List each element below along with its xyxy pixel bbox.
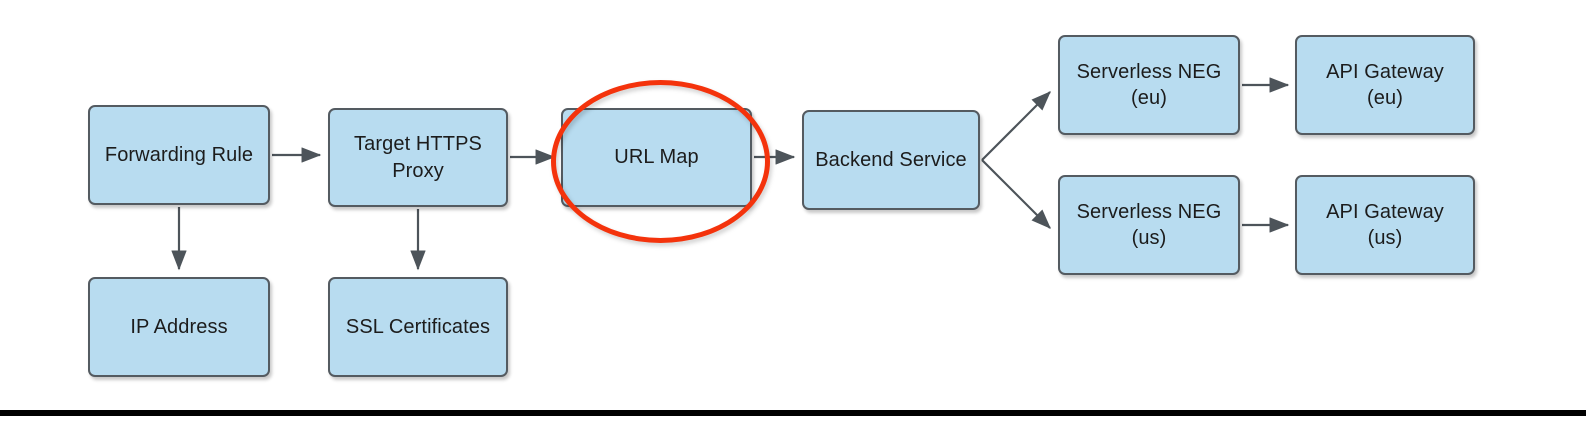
- node-target-https-proxy[interactable]: Target HTTPS Proxy: [328, 108, 508, 207]
- node-url-map[interactable]: URL Map: [561, 108, 752, 207]
- edge-backend-service-to-serverless-neg-eu: [981, 91, 1051, 161]
- node-ssl-certificates[interactable]: SSL Certificates: [328, 277, 508, 377]
- node-serverless-neg-us[interactable]: Serverless NEG (us): [1058, 175, 1240, 275]
- node-serverless-neg-eu[interactable]: Serverless NEG (eu): [1058, 35, 1240, 135]
- node-forwarding-rule[interactable]: Forwarding Rule: [88, 105, 270, 205]
- node-api-gateway-us[interactable]: API Gateway (us): [1295, 175, 1475, 275]
- bottom-divider-bar: [0, 410, 1586, 416]
- node-api-gateway-eu[interactable]: API Gateway (eu): [1295, 35, 1475, 135]
- node-backend-service[interactable]: Backend Service: [802, 110, 980, 210]
- node-ip-address[interactable]: IP Address: [88, 277, 270, 377]
- edge-backend-service-to-serverless-neg-us: [981, 159, 1051, 229]
